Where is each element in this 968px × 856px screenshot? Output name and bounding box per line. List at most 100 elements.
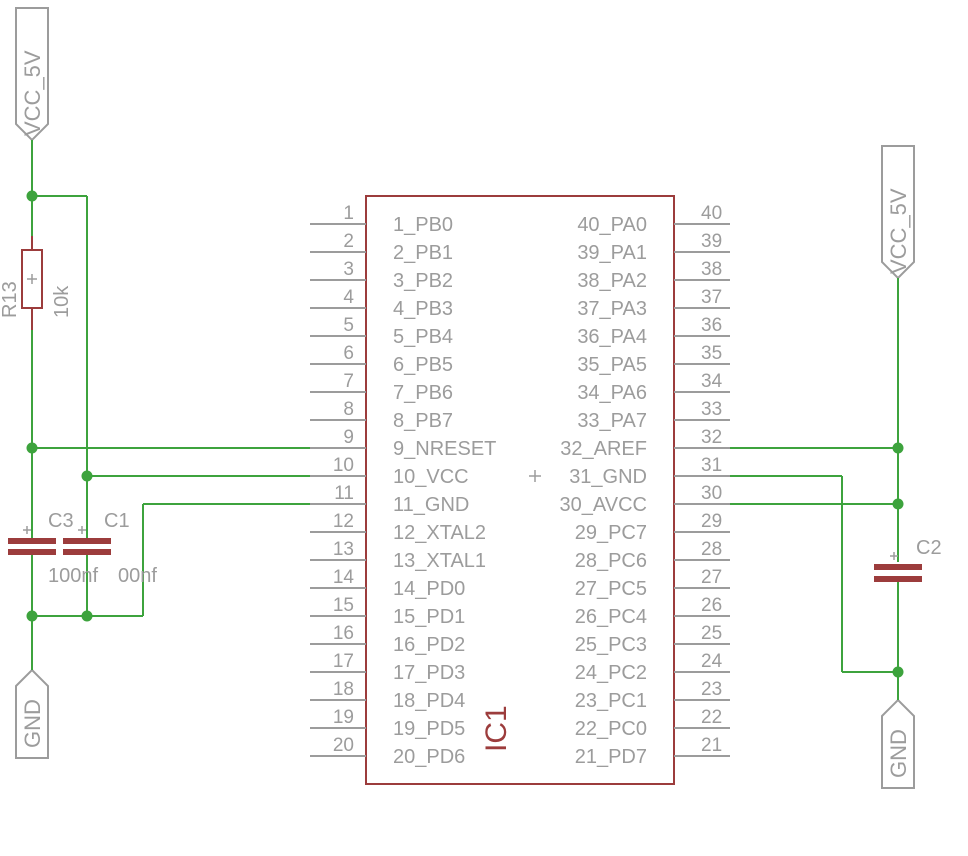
- pin-name-right: 32_AREF: [560, 438, 647, 460]
- pin-number-right: 30: [701, 483, 722, 504]
- pin-name-left: 20_PD6: [393, 746, 465, 768]
- pin-number-right: 27: [701, 567, 722, 588]
- pin-name-left: 7_PB6: [393, 382, 453, 404]
- capacitor-c3: C3 100nf: [8, 510, 98, 587]
- pin-name-right: 35_PA5: [577, 354, 647, 376]
- pin-name-right: 28_PC6: [575, 550, 647, 572]
- pin-name-left: 5_PB4: [393, 326, 453, 348]
- c2-refdes: C2: [916, 537, 942, 559]
- pin-name-right: 31_GND: [569, 466, 647, 488]
- pin-number-left: 10: [333, 455, 354, 476]
- pin-name-left: 11_GND: [393, 494, 469, 516]
- pin-name-left: 4_PB3: [393, 298, 453, 320]
- pin-number-right: 36: [701, 315, 722, 336]
- pin-name-right: 26_PC4: [575, 606, 647, 628]
- pin-name-left: 12_XTAL2: [393, 522, 486, 544]
- pin-name-left: 6_PB5: [393, 354, 453, 376]
- pin-number-left: 1: [343, 203, 354, 224]
- pin-name-right: 21_PD7: [575, 746, 647, 768]
- pin-name-left: 1_PB0: [393, 214, 453, 236]
- pin-name-left: 19_PD5: [393, 718, 465, 740]
- pin-number-left: 11: [334, 483, 354, 504]
- pin-name-right: 33_PA7: [577, 410, 647, 432]
- pin-name-left: 13_XTAL1: [393, 550, 486, 572]
- gnd-right-label: GND: [886, 729, 911, 778]
- pin-name-right: 36_PA4: [577, 326, 647, 348]
- pin-number-right: 37: [701, 287, 722, 308]
- pin-name-right: 30_AVCC: [560, 494, 647, 516]
- c3-value: 100nf: [48, 565, 98, 587]
- pin-name-right: 25_PC3: [575, 634, 647, 656]
- pin-number-right: 23: [701, 679, 722, 700]
- ic1: 1 1_PB0 2 2_PB1 3 3_PB2 4 4_PB3 5 5_PB4 6 6_PB5 7 7_P…: [310, 195, 730, 785]
- gnd-supply-right: GND: [881, 698, 915, 789]
- r13-value: 10k: [51, 285, 73, 318]
- resistor-r13: R13 10k: [0, 236, 73, 330]
- pin-number-right: 21: [701, 735, 722, 756]
- pin-name-left: 14_PD0: [393, 578, 465, 600]
- pin-number-right: 33: [701, 399, 722, 420]
- pin-number-left: 14: [333, 567, 355, 588]
- pin-number-right: 31: [701, 455, 722, 476]
- ic1-refdes: IC1: [480, 705, 513, 752]
- pin-name-left: 3_PB2: [393, 270, 453, 292]
- capacitor-c2: C2: [874, 537, 942, 582]
- r13-refdes: R13: [0, 281, 21, 318]
- pin-name-right: 29_PC7: [575, 522, 647, 544]
- pin-number-right: 28: [701, 539, 722, 560]
- pin-number-left: 2: [343, 231, 354, 252]
- pin-number-left: 3: [343, 259, 354, 280]
- pin-number-left: 20: [333, 735, 354, 756]
- pin-name-left: 2_PB1: [393, 242, 453, 264]
- pin-name-right: 24_PC2: [575, 662, 647, 684]
- pin-name-right: 39_PA1: [577, 242, 647, 264]
- pin-number-right: 24: [701, 651, 723, 672]
- pin-number-right: 35: [701, 343, 722, 364]
- pin-name-left: 18_PD4: [393, 690, 465, 712]
- pin-name-left: 15_PD1: [393, 606, 465, 628]
- pin-name-left: 16_PD2: [393, 634, 465, 656]
- vcc-left-label: VCC_5V: [20, 50, 45, 136]
- pin-name-left: 9_NRESET: [393, 438, 496, 460]
- pin-name-right: 23_PC1: [575, 690, 647, 712]
- pin-number-left: 17: [333, 651, 354, 672]
- pin-name-left: 10_VCC: [393, 466, 469, 488]
- pin-number-left: 19: [333, 707, 354, 728]
- pin-name-right: 34_PA6: [577, 382, 647, 404]
- gnd-left-label: GND: [20, 699, 45, 748]
- ic1-right-pins: 4040_PA03939_PA13838_PA23737_PA33636_PA4…: [560, 203, 730, 768]
- pin-number-right: 22: [701, 707, 722, 728]
- c1-refdes: C1: [104, 510, 130, 532]
- c1-value: 00nf: [118, 565, 157, 587]
- pin-name-right: 37_PA3: [577, 298, 647, 320]
- pin-number-left: 8: [343, 399, 354, 420]
- pin-name-right: 22_PC0: [575, 718, 647, 740]
- pin-number-left: 5: [343, 315, 354, 336]
- vcc-supply-right: VCC_5V: [881, 145, 915, 280]
- pin-number-left: 7: [343, 371, 354, 392]
- capacitor-c1: C1 00nf: [63, 510, 157, 587]
- c3-refdes: C3: [48, 510, 74, 532]
- vcc-right-label: VCC_5V: [886, 188, 911, 274]
- pin-number-right: 26: [701, 595, 722, 616]
- pin-name-left: 8_PB7: [393, 410, 453, 432]
- pin-number-left: 13: [333, 539, 354, 560]
- pin-number-right: 29: [701, 511, 722, 532]
- pin-number-right: 34: [701, 371, 723, 392]
- vcc-supply-left: VCC_5V: [15, 7, 49, 142]
- pin-number-left: 6: [343, 343, 354, 364]
- ic1-left-pins: 1 1_PB0 2 2_PB1 3 3_PB2 4 4_PB3 5 5_PB4 6 6_PB5 7 7_P…: [310, 203, 496, 768]
- pin-number-left: 15: [333, 595, 354, 616]
- pin-number-left: 9: [343, 427, 354, 448]
- pin-name-right: 38_PA2: [577, 270, 647, 292]
- pin-number-left: 16: [333, 623, 354, 644]
- pin-number-right: 40: [701, 203, 722, 224]
- pin-name-left: 17_PD3: [393, 662, 465, 684]
- pin-name-right: 40_PA0: [577, 214, 647, 236]
- pin-number-left: 18: [333, 679, 354, 700]
- pin-number-left: 4: [343, 287, 354, 308]
- pin-number-right: 38: [701, 259, 722, 280]
- gnd-supply-left: GND: [15, 668, 49, 759]
- pin-number-right: 32: [701, 427, 722, 448]
